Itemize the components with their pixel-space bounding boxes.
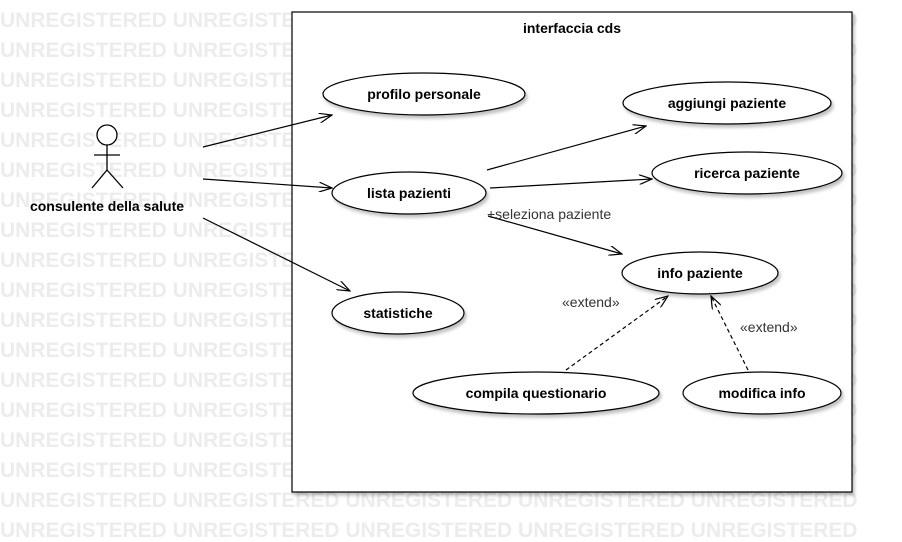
use-case-compila-questionario[interactable]: compila questionario bbox=[412, 371, 660, 415]
assoc-actor-profilo bbox=[202, 115, 332, 148]
extend-label-2: «extend» bbox=[740, 319, 798, 335]
use-case-label: lista pazienti bbox=[367, 185, 451, 201]
use-case-profilo-personale[interactable]: profilo personale bbox=[322, 72, 526, 116]
associations bbox=[202, 115, 652, 291]
actor-label: consulente della salute bbox=[30, 198, 184, 214]
assoc-lista-aggiungi bbox=[486, 126, 646, 171]
system-title: interfaccia cds bbox=[523, 20, 621, 36]
use-case-label: ricerca paziente bbox=[694, 165, 800, 181]
assoc-lista-info bbox=[487, 215, 622, 254]
use-case-info-paziente[interactable]: info paziente bbox=[621, 251, 779, 295]
extend-compila-info bbox=[565, 296, 668, 371]
watermark-row: UNREGISTERED UNREGISTERED UNREGISTERED U… bbox=[0, 489, 858, 512]
use-case-label: statistiche bbox=[363, 305, 432, 321]
use-case-modifica-info[interactable]: modifica info bbox=[682, 371, 842, 415]
use-case-label: compila questionario bbox=[466, 385, 607, 401]
use-case-statistiche[interactable]: statistiche bbox=[331, 291, 465, 335]
watermark-row: UNREGISTERED UNREGISTERED UNREGISTERED U… bbox=[0, 519, 858, 542]
use-case-lista-pazienti[interactable]: lista pazienti bbox=[331, 171, 487, 215]
extend-dependencies bbox=[565, 296, 749, 371]
use-case-label: aggiungi paziente bbox=[668, 95, 786, 111]
use-case-label: modifica info bbox=[718, 385, 805, 401]
use-case-aggiungi-paziente[interactable]: aggiungi paziente bbox=[622, 81, 832, 125]
assoc-actor-statistiche bbox=[202, 217, 350, 291]
seleziona-label: +seleziona paziente bbox=[487, 206, 611, 222]
extend-label-1: «extend» bbox=[562, 294, 620, 310]
use-case-label: info paziente bbox=[657, 265, 743, 281]
assoc-actor-lista bbox=[202, 178, 332, 188]
actor-figure[interactable] bbox=[91, 124, 124, 189]
use-case-label: profilo personale bbox=[367, 86, 481, 102]
assoc-lista-ricerca bbox=[489, 179, 652, 189]
use-case-ricerca-paziente[interactable]: ricerca paziente bbox=[651, 151, 843, 195]
